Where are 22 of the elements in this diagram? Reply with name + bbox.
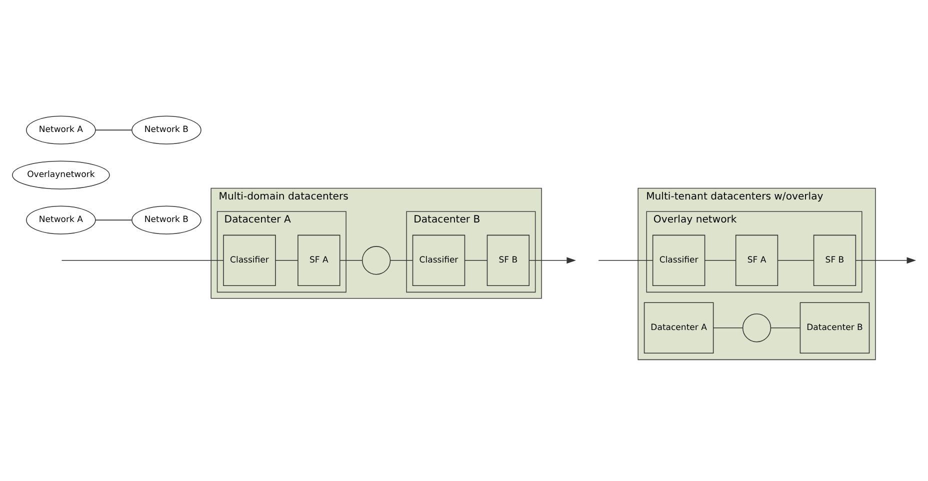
node-circle [362, 246, 391, 274]
connector [713, 327, 744, 328]
node-box: Datacenter A [644, 302, 714, 353]
arrow [529, 256, 576, 264]
node-circle [742, 313, 772, 342]
node-box: SF A [735, 234, 778, 286]
node-box: Classifier [412, 234, 466, 286]
node-ellipse: Network A [26, 115, 96, 144]
connector [770, 327, 800, 328]
connector [95, 219, 132, 220]
node-box: SF B [813, 234, 856, 286]
node-box: SF B [486, 234, 530, 286]
node-ellipse: Network B [132, 115, 202, 144]
node-box: SF A [298, 234, 340, 286]
node-box: Classifier [223, 234, 276, 286]
node-ellipse: Network B [132, 205, 202, 234]
connector [95, 129, 132, 130]
node-ellipse: Overlaynetwork [12, 160, 110, 189]
arrow [855, 256, 916, 264]
node-ellipse: Network A [26, 205, 96, 234]
node-box: Datacenter B [800, 302, 870, 353]
node-box: Classifier [652, 234, 706, 286]
